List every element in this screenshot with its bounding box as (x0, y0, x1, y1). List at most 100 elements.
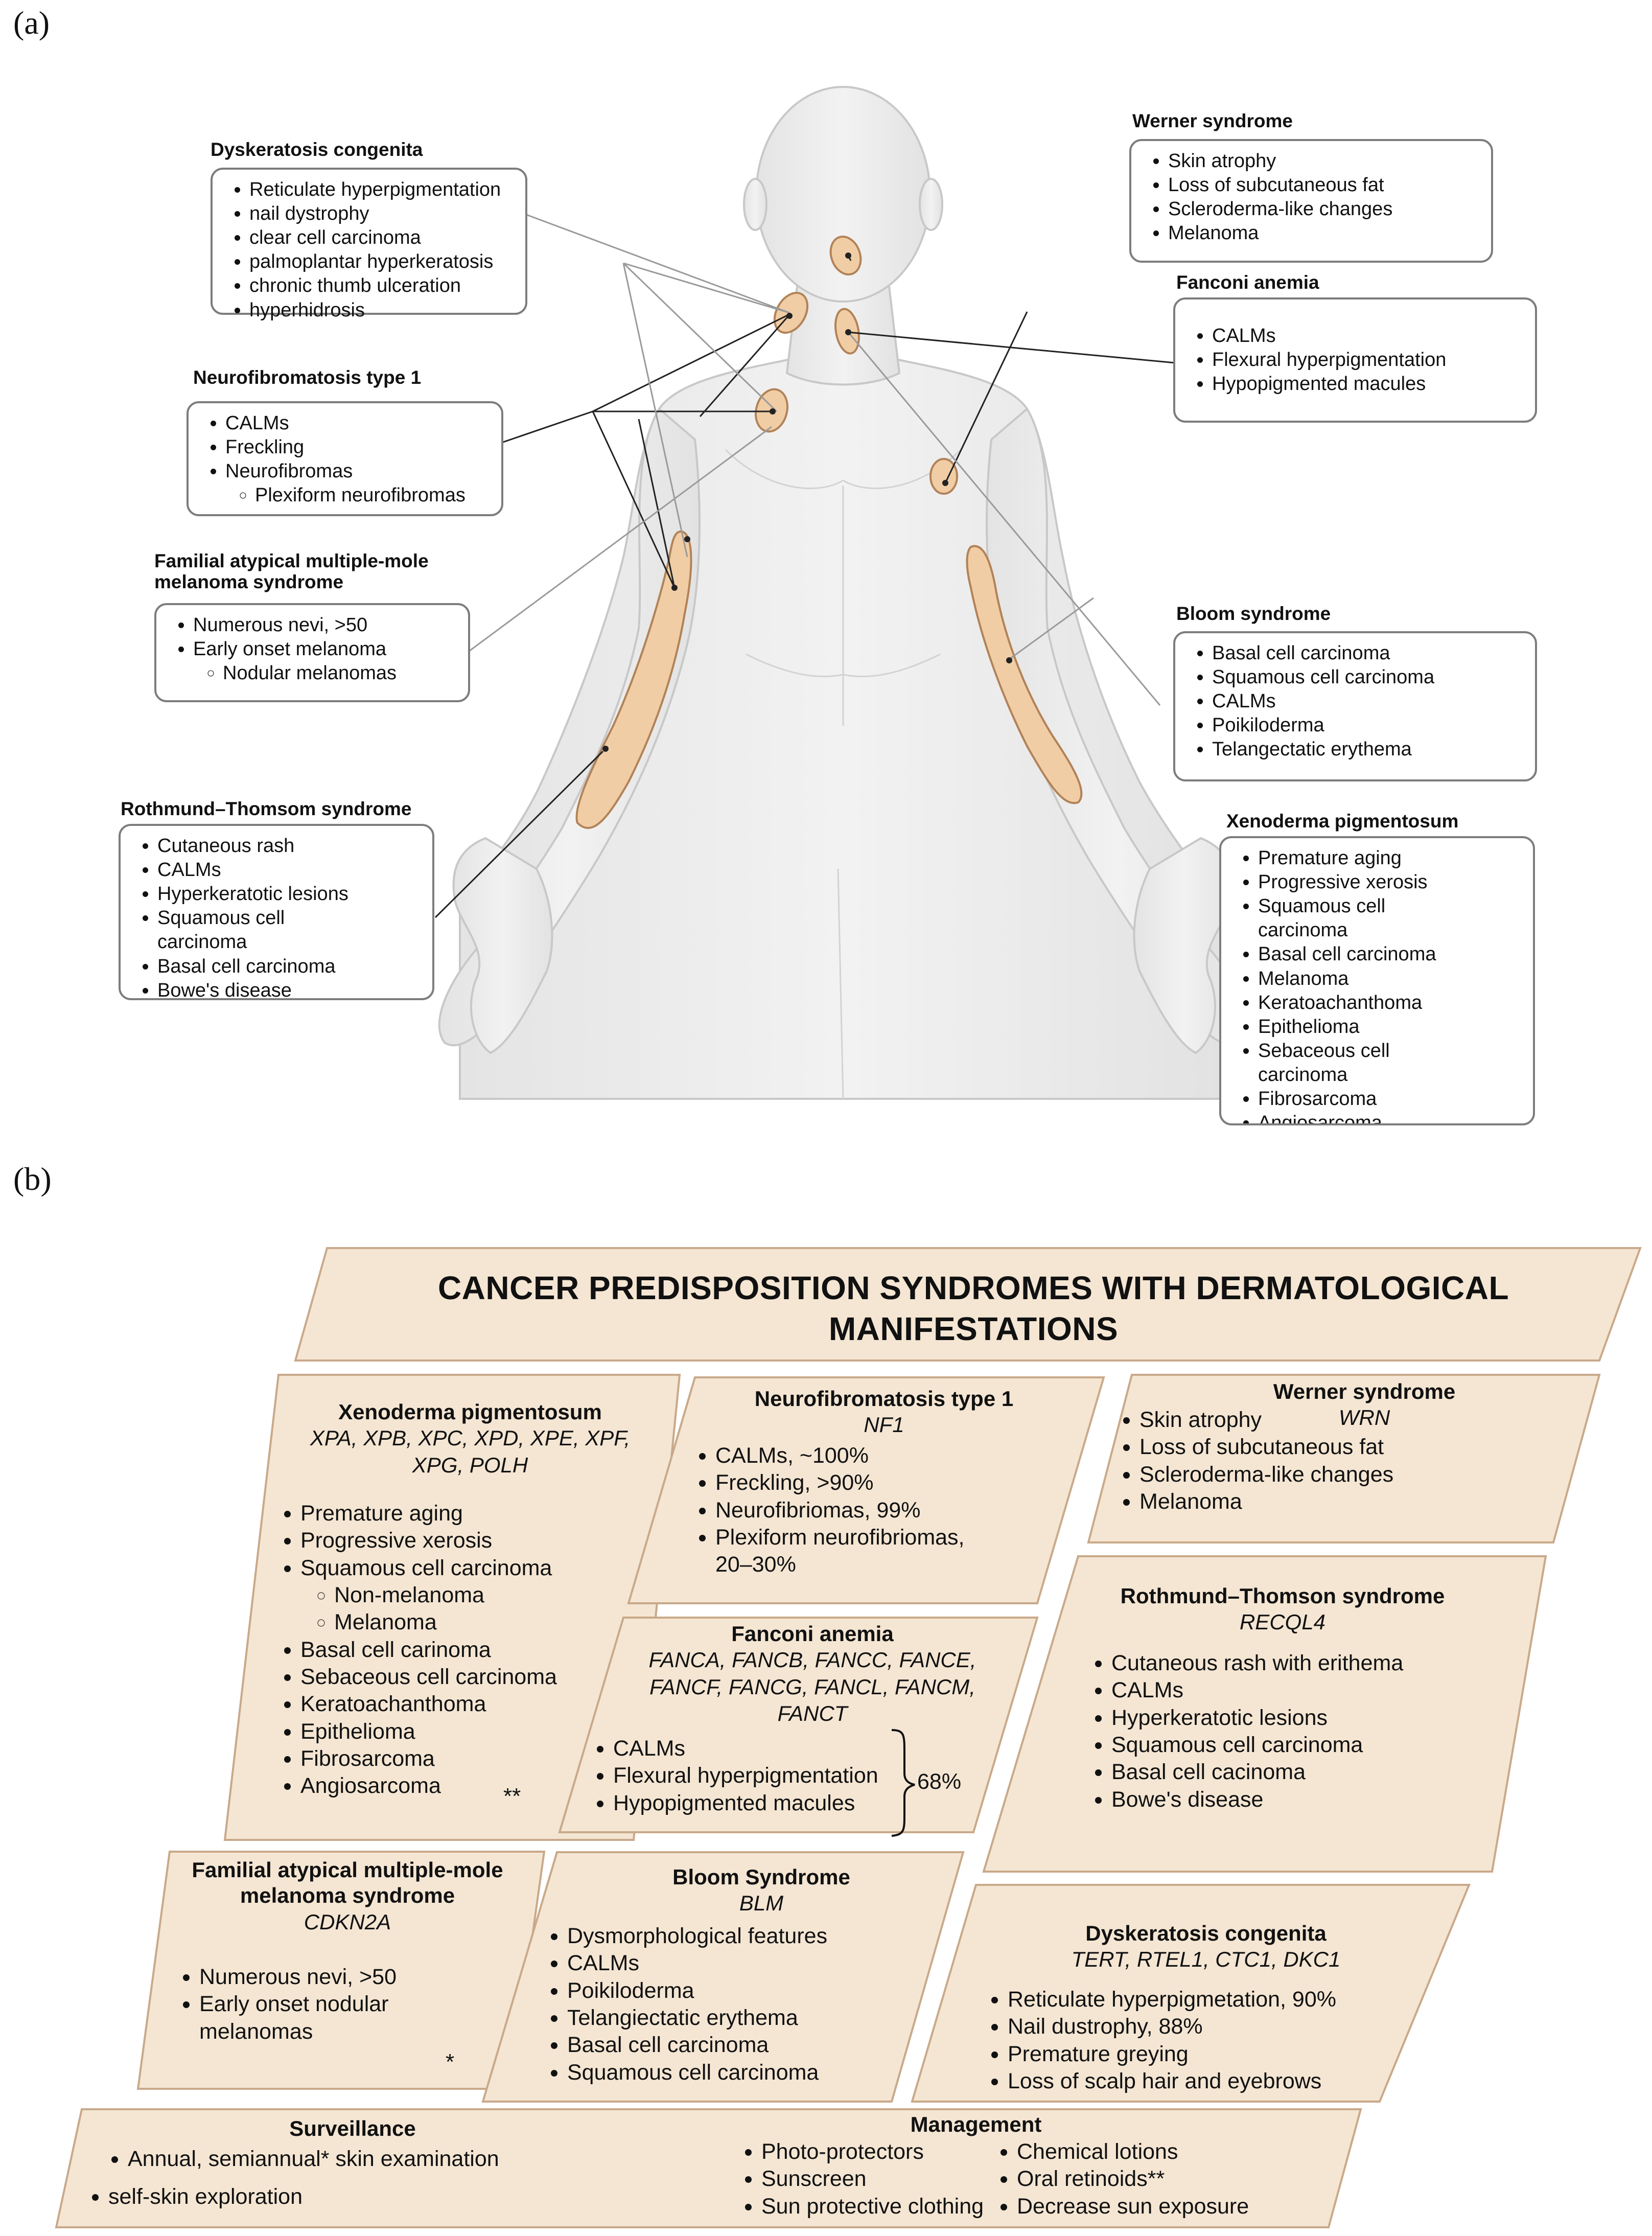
footnote-marker: * (446, 2049, 455, 2074)
list-item: Bowe's disease (157, 979, 421, 1003)
list-item: Telangiectatic erythema (567, 2004, 894, 2032)
card-bloom: Basal cell carcinoma Squamous cell carci… (1173, 631, 1537, 781)
card-title-bloom: Bloom syndrome (1176, 603, 1331, 624)
list-item-text: Squamous cell carcinoma (300, 1555, 552, 1580)
card-title-rothmund: Rothmund–Thomsom syndrome (121, 798, 412, 819)
connector-lines (434, 255, 1176, 918)
page-title-line: CANCER PREDISPOSITION SYNDROMES WITH DER… (437, 1270, 1509, 1306)
card-title-line: Familial atypical multiple-mole (154, 550, 429, 571)
list-item: Fibrosarcoma (300, 1745, 617, 1772)
list-item: CALMs (567, 1950, 894, 1977)
list-item: Poikiloderma (567, 1977, 894, 2004)
card-list: Basal cell carcinoma Squamous cell carci… (1186, 641, 1524, 762)
fanconi-brace (891, 1729, 915, 1837)
bloom-box: Bloom Syndrome BLM (588, 1864, 935, 1917)
card-werner: Skin atrophy Loss of subcutaneous fat Sc… (1129, 139, 1493, 263)
sub-list-item: Nodular melanomas (223, 661, 457, 685)
management-list-1: Photo-protectors Sunscreen Sun protectiv… (731, 2138, 1017, 2220)
surveillance-list-2: self-skin exploration (78, 2183, 435, 2210)
gene-list: TERT, RTEL1, CTC1, DKC1 (1071, 1947, 1341, 1972)
panel-b-label: (b) (13, 1161, 52, 1197)
list-item: Premature aging (300, 1500, 617, 1527)
human-body-illustration (434, 86, 1248, 1100)
list-item: CALMs (157, 858, 421, 882)
list-item: Hyperkeratotic lesions (157, 882, 421, 906)
list-item: Squamous cell carcinoma (1111, 1732, 1469, 1759)
list-item: Freckling, >90% (715, 1469, 1032, 1496)
list-item: Epithelioma (1258, 1015, 1522, 1039)
fanconi-percent: 68% (917, 1769, 962, 1794)
list-item: Melanoma (1168, 221, 1480, 245)
list-item: Skin atrophy (1168, 149, 1480, 173)
gene-list: WRN (1338, 1405, 1390, 1430)
card-rothmund: Cutaneous rash CALMs Hyperkeratotic lesi… (119, 824, 434, 1003)
list-item: Angiosarcoma (300, 1772, 617, 1800)
xeroderma-list: Premature aging Progressive xerosis Squa… (270, 1500, 617, 1800)
gene-list: CDKN2A (304, 1909, 391, 1934)
bloom-list: Dysmorphological features CALMs Poikilod… (537, 1923, 894, 2086)
list-item: Oral retinoids** (1017, 2165, 1272, 2193)
list-item: Early onset melanoma Nodular melanomas (193, 637, 457, 685)
management-list-2: Chemical lotions Oral retinoids** Decrea… (986, 2138, 1272, 2220)
card-title-fanconi: Fanconi anemia (1176, 272, 1319, 293)
list-item: Neurofibriomas, 99% (715, 1497, 1032, 1524)
list-item: Basal cell carcinoma (1258, 942, 1522, 966)
box-dyskeratosis (911, 1884, 1471, 2103)
nf1-box: Neurofibromatosis type 1 NF1 (680, 1386, 1088, 1439)
gene-list: XPG, POLH (412, 1453, 528, 1477)
list-item: Flexural hyperpigmentation (1212, 348, 1524, 372)
box-title: Dyskeratosis congenita (1085, 1921, 1327, 1945)
sub-list-item: Non-melanoma (334, 1582, 617, 1609)
body-silhouette (438, 86, 1248, 1100)
title-banner (294, 1247, 1642, 1362)
list-item: self-skin exploration (108, 2183, 435, 2210)
box-title: Familial atypical multiple-mole (192, 1858, 503, 1882)
card-list: CALMs Flexural hyperpigmentation Hypopig… (1186, 324, 1524, 396)
list-item: Decrease sun exposure (1017, 2193, 1272, 2220)
list-item: clear cell carcinoma (249, 226, 514, 250)
list-item: Squamous cell carcinoma (157, 906, 326, 954)
gene-list: FANCF, FANCG, FANCL, FANCM, (649, 1674, 975, 1699)
list-item: Sunscreen (761, 2165, 1017, 2193)
list-item: Loss of subcutaneous fat (1139, 1434, 1467, 1461)
list-item: palmoplantar hyperkeratosis (249, 250, 514, 274)
box-title: Fanconi anemia (731, 1622, 894, 1646)
card-list: Reticulate hyperpigmentation nail dystro… (224, 178, 514, 322)
card-fanconi: CALMs Flexural hyperpigmentation Hypopig… (1173, 297, 1537, 423)
list-item: Scleroderma-like changes (1139, 1461, 1467, 1488)
list-item: Flexural hyperpigmentation (613, 1762, 910, 1789)
list-item: Squamous cell carcinoma (1258, 894, 1411, 942)
card-list: Premature aging Progressive xerosis Squa… (1232, 846, 1522, 1123)
list-item: CALMs (1111, 1677, 1469, 1704)
list-item: CALMs (1212, 324, 1524, 348)
surveillance-list-1: Annual, semiannual* skin examination (97, 2146, 557, 2173)
card-title-famm: Familial atypical multiple-mole melanoma… (154, 550, 429, 593)
sub-list-item: Melanoma (334, 1609, 617, 1636)
sub-list-item: Plexiform neurofibromas (255, 483, 490, 508)
gene-list: XPA, XPB, XPC, XPD, XPE, XPF, (310, 1426, 631, 1450)
dyskeratosis-list: Reticulate hyperpigmetation, 90% Nail du… (977, 1986, 1396, 2095)
list-item: Poikiloderma (1212, 713, 1524, 737)
list-item: Numerous nevi, >50 (199, 1964, 455, 1991)
card-title-xeroderma: Xenoderma pigmentosum (1226, 811, 1459, 832)
dyskeratosis-box: Dyskeratosis congenita TERT, RTEL1, CTC1… (1002, 1921, 1410, 1973)
list-item: Reticulate hyperpigmetation, 90% (1008, 1986, 1396, 2013)
list-item: Basal cell carcinoma (1212, 641, 1524, 665)
list-item: Bowe's disease (1111, 1786, 1469, 1813)
list-item: Squamous cell carcinoma Non-melanoma Mel… (300, 1555, 617, 1636)
list-item: Reticulate hyperpigmentation (249, 178, 514, 202)
list-item: Sun protective clothing (761, 2193, 1017, 2220)
box-bloom (481, 1851, 965, 2103)
card-xeroderma: Premature aging Progressive xerosis Squa… (1219, 836, 1535, 1125)
xeroderma-box: Xenoderma pigmentosum XPA, XPB, XPC, XPD… (286, 1399, 654, 1479)
page-title-line: MANIFESTATIONS (828, 1310, 1119, 1347)
gene-list: FANCA, FANCB, FANCC, FANCE, (648, 1648, 976, 1672)
box-title: Neurofibromatosis type 1 (754, 1387, 1014, 1411)
list-item: chronic thumb ulceration (249, 274, 514, 298)
list-item-text: Neurofibromas (225, 460, 353, 482)
list-item: CALMs (225, 411, 490, 435)
list-item: Annual, semiannual* skin examination (128, 2146, 557, 2173)
box-title: Werner syndrome (1273, 1379, 1456, 1403)
panel-a-label: (a) (13, 5, 50, 41)
box-title: Management (910, 2112, 1042, 2136)
